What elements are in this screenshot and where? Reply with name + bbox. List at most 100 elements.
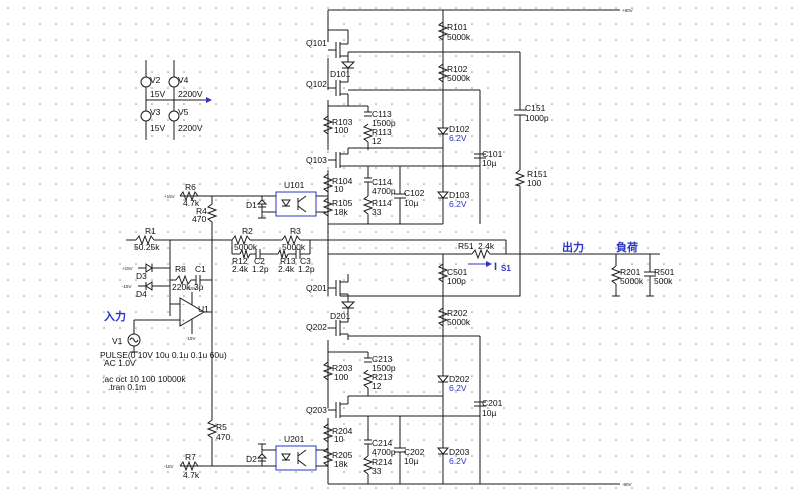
r114-ref: R114	[372, 198, 392, 208]
r202-resistor: R202 5000k	[437, 307, 471, 327]
r4-ref: R4	[196, 206, 207, 216]
r203-ref: R203	[332, 363, 353, 373]
r8-resistor: R8 220k	[172, 264, 192, 292]
c202-ref: C202	[404, 447, 425, 457]
v2-ref: V2	[150, 75, 161, 85]
ac-directive: ;ac oct 10 100 10000k	[102, 374, 186, 384]
r151-ref: R151	[527, 169, 548, 179]
d3-label: D3	[136, 271, 147, 281]
v1-label: V1	[112, 336, 123, 346]
c101-ref: C101	[482, 149, 503, 159]
v1-ac: AC 1.0V	[104, 358, 136, 368]
r203-resistor: R203 100	[322, 361, 353, 382]
r7-val: 4.7k	[183, 470, 200, 480]
ground-arrow-icon	[206, 97, 212, 103]
r103-resistor: R103 100	[322, 115, 353, 135]
c501-val: 500k	[654, 276, 673, 286]
c151-val: 1000p	[525, 113, 549, 123]
r105-val: 18k	[334, 207, 348, 217]
r12-resistor: R12 2.4k	[232, 248, 251, 274]
r51-resistor: R51 2.4k	[458, 241, 495, 260]
d202-ref: D202	[449, 374, 470, 384]
r205-resistor: R205 18k	[322, 447, 353, 469]
u101-photocoupler: U101	[275, 180, 317, 217]
r214-ref: R214	[372, 457, 393, 467]
r3-ref: R3	[290, 226, 301, 236]
r4-val: 470	[192, 214, 206, 224]
c114-ref: C114	[372, 177, 392, 187]
v3-source: V3 15V	[140, 87, 165, 140]
c213-capacitor: C213 1500p	[364, 354, 396, 373]
d203-zener: D203 6.2V	[436, 447, 470, 466]
c2-ref: C2	[254, 256, 265, 266]
d102-ref: D102	[449, 124, 470, 134]
q103-mosfet: Q103	[306, 147, 480, 168]
r151-resistor: R151 100	[514, 169, 548, 188]
n15-u1-label: -15V	[186, 336, 196, 341]
r105-ref: R105	[332, 198, 353, 208]
c214-ref: C214	[372, 438, 393, 448]
positive-rail: +80V	[327, 8, 633, 42]
r114-resistor: R114 33	[362, 195, 392, 217]
u101-label: U101	[284, 180, 305, 190]
current-sub-label: S1	[501, 264, 511, 273]
svg-text:+: +	[182, 318, 185, 323]
r204-val: 10	[334, 434, 344, 444]
c113-capacitor: C113 1500p	[364, 109, 396, 128]
r104-resistor: R104 10	[322, 173, 353, 194]
r1-resistor: R1 50.25k	[134, 226, 160, 252]
v3-ref: V3	[150, 107, 161, 117]
c1-val: 3p	[194, 282, 204, 292]
r214-val: 33	[372, 466, 382, 476]
output-label: 出力	[562, 240, 584, 254]
r102-val: 5000k	[447, 73, 471, 83]
c3-ref: C3	[300, 256, 311, 266]
q101-label: Q101	[306, 38, 327, 48]
c202-capacitor: C202 10µ	[394, 416, 425, 484]
c501-ref: R501	[654, 267, 675, 277]
r113-val: 12	[372, 136, 382, 146]
c1-ref: C1	[195, 264, 206, 274]
q202-mosfet: Q202	[306, 312, 349, 340]
d103-ref: D103	[449, 190, 470, 200]
r113-resistor: R113 12	[362, 123, 392, 146]
r501-resistor: R201 5000k	[610, 265, 644, 286]
r7-resistor: R7 4.7k	[179, 452, 200, 480]
c102-ref: C102	[404, 188, 425, 198]
c102-val: 10µ	[404, 198, 418, 208]
r104-ref: R104	[332, 176, 353, 186]
d103-zener: D103 6.2V	[436, 190, 470, 209]
current-label: I	[494, 261, 497, 273]
r2-resistor: R2 5000k	[231, 226, 258, 252]
v5-ref: V5	[178, 107, 189, 117]
r202-ref: R202	[447, 308, 468, 318]
r501-val: 5000k	[620, 276, 644, 286]
r501-ref: R201	[620, 267, 641, 277]
svg-text:−: −	[182, 302, 185, 307]
d103-val: 6.2V	[449, 199, 467, 209]
r6-ref: R6	[185, 182, 196, 192]
c3-val: 1.2p	[298, 264, 315, 274]
d2-diode: D2	[246, 450, 268, 466]
r51-ref: R51	[458, 241, 474, 251]
r1-val: 50.25k	[134, 242, 160, 252]
v3-val: 15V	[150, 123, 165, 133]
v5-source: V5 2200V	[168, 87, 203, 140]
v1-pulse: PULSE(0 10V 10u 0.1u 0.1u 60u)	[100, 350, 227, 360]
c202-val: 10µ	[404, 456, 418, 466]
r12-ref: R12	[232, 256, 248, 266]
v5-val: 2200V	[178, 123, 203, 133]
r103-val: 100	[334, 125, 348, 135]
c213-ref: C213	[372, 354, 393, 364]
v4-val: 2200V	[178, 89, 203, 99]
r8-val: 220k	[172, 282, 191, 292]
v4-ref: V4	[178, 75, 189, 85]
v1-source: V1 PULSE(0 10V 10u 0.1u 0.1u 60u) AC 1.0…	[100, 320, 227, 368]
v2-val: 15V	[150, 89, 165, 99]
d203-ref: D203	[449, 447, 470, 457]
r3-resistor: R3 5000k	[281, 226, 306, 252]
r214-resistor: R214 33	[362, 455, 393, 476]
r7-ref: R7	[185, 452, 196, 462]
d2-label: D2	[246, 454, 257, 464]
